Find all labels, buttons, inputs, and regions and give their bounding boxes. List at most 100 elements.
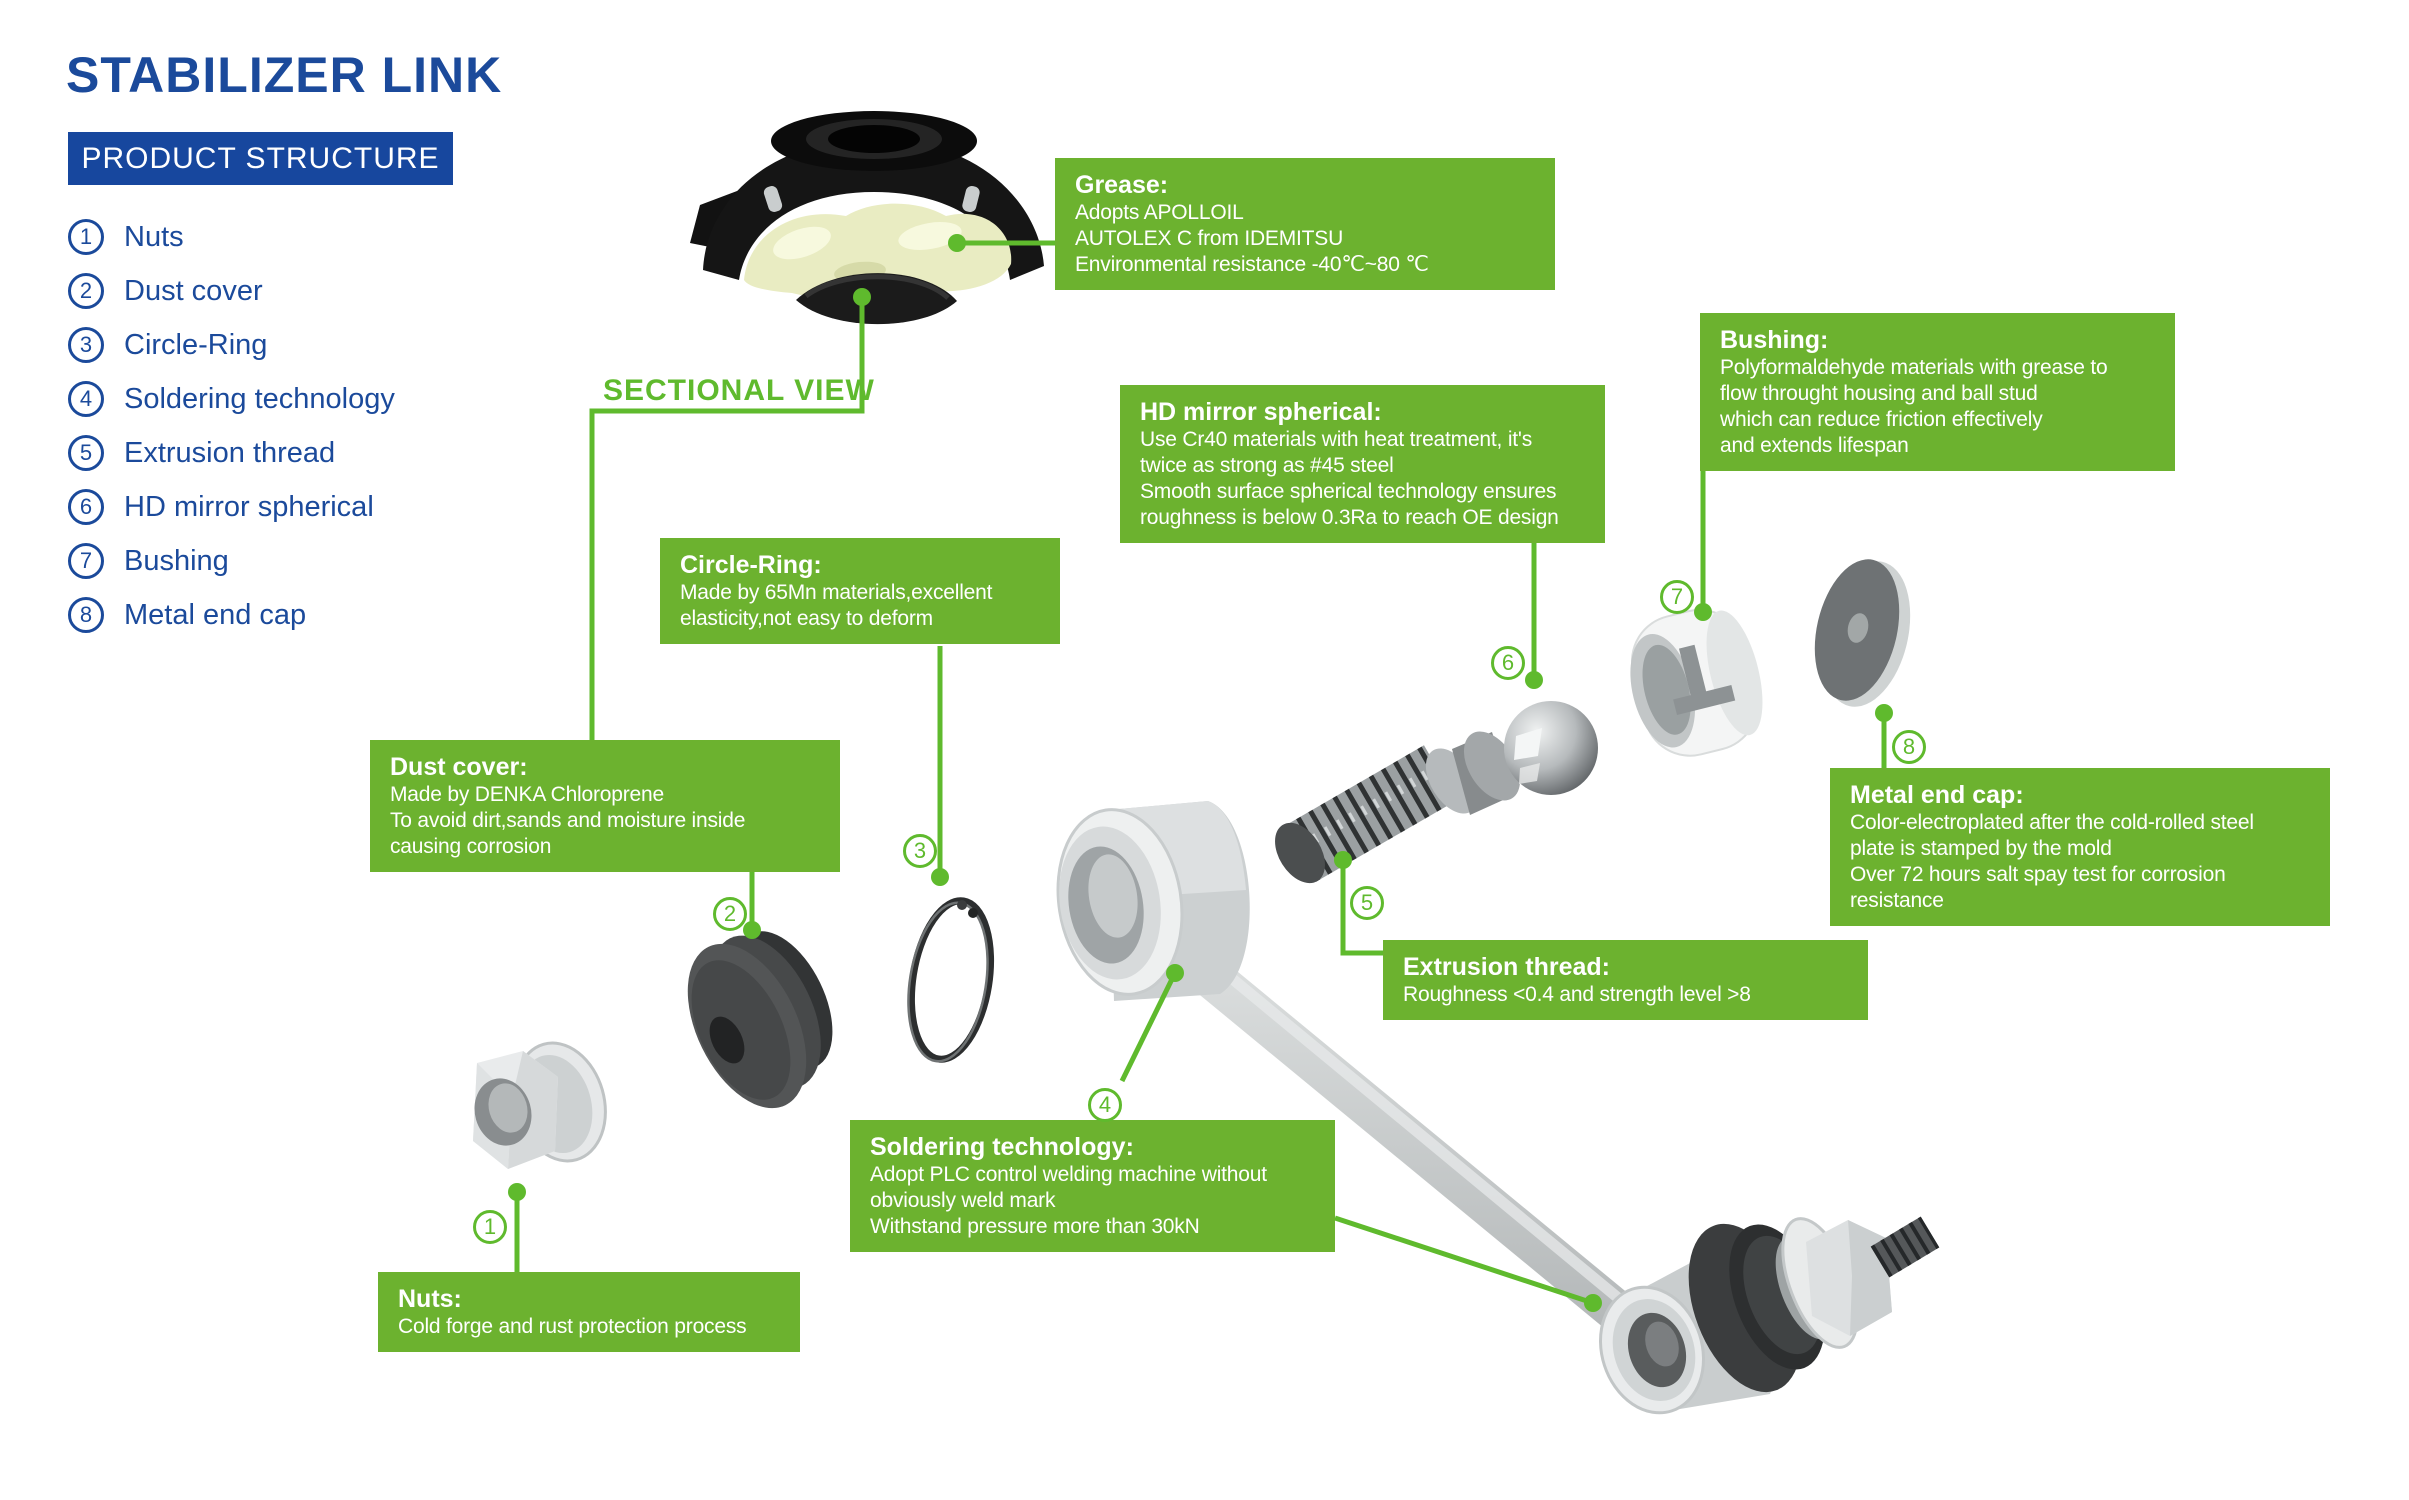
connector-nuts <box>508 1183 526 1274</box>
connector-soldering-box <box>1334 1215 1602 1312</box>
callout-title: Bushing: <box>1720 326 1829 354</box>
parts-list-item-nuts: 1 Nuts <box>68 210 395 264</box>
callout-line: roughness is below 0.3Ra to reach OE des… <box>1140 506 1559 529</box>
connector-bushing <box>1694 458 1712 621</box>
item-label: Circle-Ring <box>124 328 268 361</box>
item-label: Metal end cap <box>124 598 307 631</box>
connector-soldering-marker <box>1119 964 1184 1083</box>
callout-extrusion-thread: Extrusion thread: Roughness <0.4 and str… <box>1383 940 1868 1020</box>
callout-bushing: Bushing: Polyformaldehyde materials with… <box>1700 313 2175 471</box>
parts-list-item-circle-ring: 3 Circle-Ring <box>68 318 395 372</box>
item-number-badge: 1 <box>68 219 104 255</box>
item-label: Extrusion thread <box>124 436 336 469</box>
callout-line: AUTOLEX C from IDEMITSU <box>1075 227 1344 250</box>
callout-line: Adopts APOLLOIL <box>1075 201 1244 224</box>
callout-title: Dust cover: <box>390 753 528 781</box>
callout-line: Made by DENKA Chloroprene <box>390 783 664 806</box>
item-number-badge: 7 <box>68 543 104 579</box>
callout-line: To avoid dirt,sands and moisture inside <box>390 809 746 832</box>
callout-circle-ring: Circle-Ring: Made by 65Mn materials,exce… <box>660 538 1060 644</box>
parts-list-item-bushing: 7 Bushing <box>68 534 395 588</box>
diagram-marker-8: 8 <box>1892 730 1926 764</box>
parts-list-item-dust-cover: 2 Dust cover <box>68 264 395 318</box>
callout-title: Soldering technology: <box>870 1133 1134 1161</box>
banner-label: PRODUCT STRUCTURE <box>81 141 440 175</box>
callout-title: Metal end cap: <box>1850 781 2024 809</box>
callout-line: Color-electroplated after the cold-rolle… <box>1850 811 2254 834</box>
callout-line: Over 72 hours salt spay test for corrosi… <box>1850 863 2226 886</box>
part-ball-stud-image <box>1275 701 1598 884</box>
diagram-marker-2: 2 <box>713 897 747 931</box>
part-dust-cover-image <box>687 931 833 1109</box>
diagram-marker-3: 3 <box>903 834 937 868</box>
item-number-badge: 8 <box>68 597 104 633</box>
item-number-badge: 3 <box>68 327 104 363</box>
callout-line: Cold forge and rust protection process <box>398 1315 747 1338</box>
connector-circle-ring <box>931 646 949 886</box>
parts-list-item-metal-end-cap: 8 Metal end cap <box>68 588 395 642</box>
callout-nuts: Nuts: Cold forge and rust protection pro… <box>378 1272 800 1352</box>
diagram-marker-1: 1 <box>473 1210 507 1244</box>
item-number-badge: 4 <box>68 381 104 417</box>
callout-line: Adopt PLC control welding machine withou… <box>870 1163 1267 1186</box>
diagram-marker-7: 7 <box>1660 580 1694 614</box>
callout-line: causing corrosion <box>390 835 552 858</box>
connector-metal-end-cap <box>1875 704 1893 770</box>
parts-list-item-hd-spherical: 6 HD mirror spherical <box>68 480 395 534</box>
callout-line: elasticity,not easy to deform <box>680 607 933 630</box>
callout-title: Nuts: <box>398 1285 462 1313</box>
callout-line: Made by 65Mn materials,excellent <box>680 581 993 604</box>
page-title: STABILIZER LINK <box>66 47 503 103</box>
callout-title: Extrusion thread: <box>1403 953 1610 981</box>
callout-title: Circle-Ring: <box>680 551 822 579</box>
callout-title: HD mirror spherical: <box>1140 398 1382 426</box>
sectional-view-image <box>690 111 1044 325</box>
item-number-badge: 2 <box>68 273 104 309</box>
callout-line: twice as strong as #45 steel <box>1140 454 1394 477</box>
callout-line: obviously weld mark <box>870 1189 1056 1212</box>
callout-hd-mirror-spherical: HD mirror spherical: Use Cr40 materials … <box>1120 385 1605 543</box>
callout-line: and extends lifespan <box>1720 434 1909 457</box>
callout-line: Use Cr40 materials with heat treatment, … <box>1140 428 1533 451</box>
callout-line: flow throught housing and ball stud <box>1720 382 2038 405</box>
callout-line: Smooth surface spherical technology ensu… <box>1140 480 1557 503</box>
connector-extrusion-thread <box>1334 851 1385 956</box>
item-label: Dust cover <box>124 274 263 307</box>
callout-title: Grease: <box>1075 171 1169 199</box>
item-number-badge: 5 <box>68 435 104 471</box>
connector-dust-cover <box>743 866 761 939</box>
part-lower-joint-image <box>1598 1216 1940 1415</box>
connector-sectional-view <box>589 288 871 742</box>
connector-hd-spherical <box>1525 533 1543 689</box>
diagram-marker-5: 5 <box>1350 886 1384 920</box>
callout-line: plate is stamped by the mold <box>1850 837 2112 860</box>
callout-line: resistance <box>1850 889 1944 912</box>
part-nut-image <box>473 1041 607 1169</box>
part-metal-end-cap-image <box>1814 559 1911 707</box>
item-label: HD mirror spherical <box>124 490 374 523</box>
item-label: Soldering technology <box>124 382 395 415</box>
item-label: Bushing <box>124 544 229 577</box>
parts-list-item-extrusion-thread: 5 Extrusion thread <box>68 426 395 480</box>
sectional-view-label: SECTIONAL VIEW <box>603 374 875 407</box>
callout-dust-cover: Dust cover: Made by DENKA Chloroprene To… <box>370 740 840 872</box>
connector-grease <box>948 234 1057 252</box>
diagram-marker-4: 4 <box>1088 1088 1122 1122</box>
callout-metal-end-cap: Metal end cap: Color-electroplated after… <box>1830 768 2330 926</box>
callout-line: Polyformaldehyde materials with grease t… <box>1720 356 2108 379</box>
item-label: Nuts <box>124 220 184 253</box>
part-bushing-image <box>1630 608 1763 757</box>
callout-soldering: Soldering technology: Adopt PLC control … <box>850 1120 1335 1252</box>
diagram-marker-6: 6 <box>1491 646 1525 680</box>
parts-list-item-soldering: 4 Soldering technology <box>68 372 395 426</box>
product-structure-banner: PRODUCT STRUCTURE <box>68 132 453 185</box>
part-link-body-image <box>1056 801 1669 1358</box>
callout-line: Withstand pressure more than 30kN <box>870 1215 1200 1238</box>
part-circle-ring-image <box>907 897 995 1063</box>
callout-line: Roughness <0.4 and strength level >8 <box>1403 983 1751 1006</box>
item-number-badge: 6 <box>68 489 104 525</box>
callout-line: Environmental resistance -40℃~80 ℃ <box>1075 253 1429 276</box>
